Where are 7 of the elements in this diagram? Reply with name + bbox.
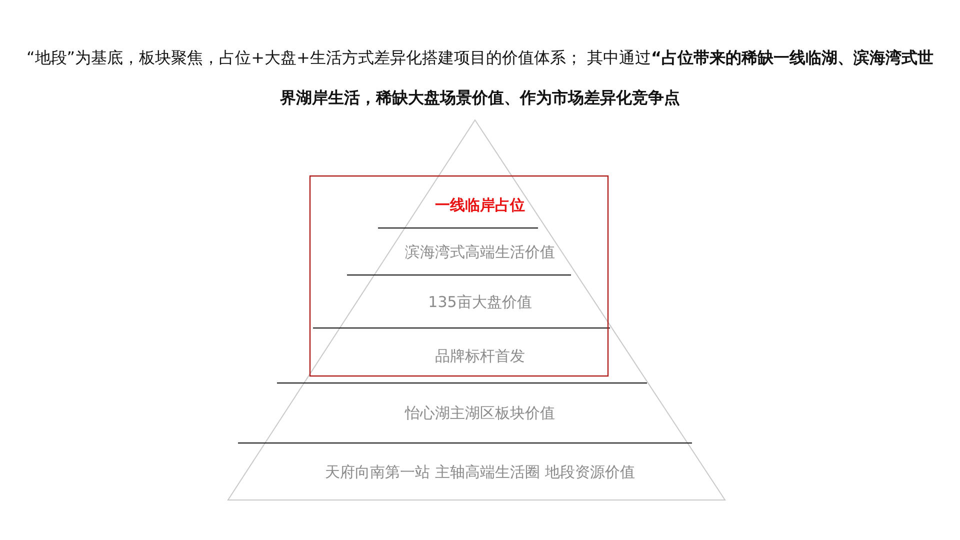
pyramid-tier-label: 天府向南第一站 主轴高端生活圈 地段资源价值: [230, 445, 730, 499]
pyramid-tier-label: 滨海湾式高端生活价值: [230, 230, 730, 274]
pyramid-tier-label: 135亩大盘价值: [230, 277, 730, 327]
pyramid-tier-label: 怡心湖主湖区板块价值: [230, 385, 730, 441]
heading: “地段”为基底，板块聚焦，占位+大盘+生活方式差异化搭建项目的价值体系； 其中通过“占位带来的稀缺一线临湖、滨海湾式世界湖岸生活，稀缺大盘场景价值、作为市场差异化竞争点: [26, 47, 934, 109]
pyramid-tier-label: 一线临岸占位: [230, 182, 730, 228]
pyramid-tier-label: 品牌标杆首发: [230, 330, 730, 382]
